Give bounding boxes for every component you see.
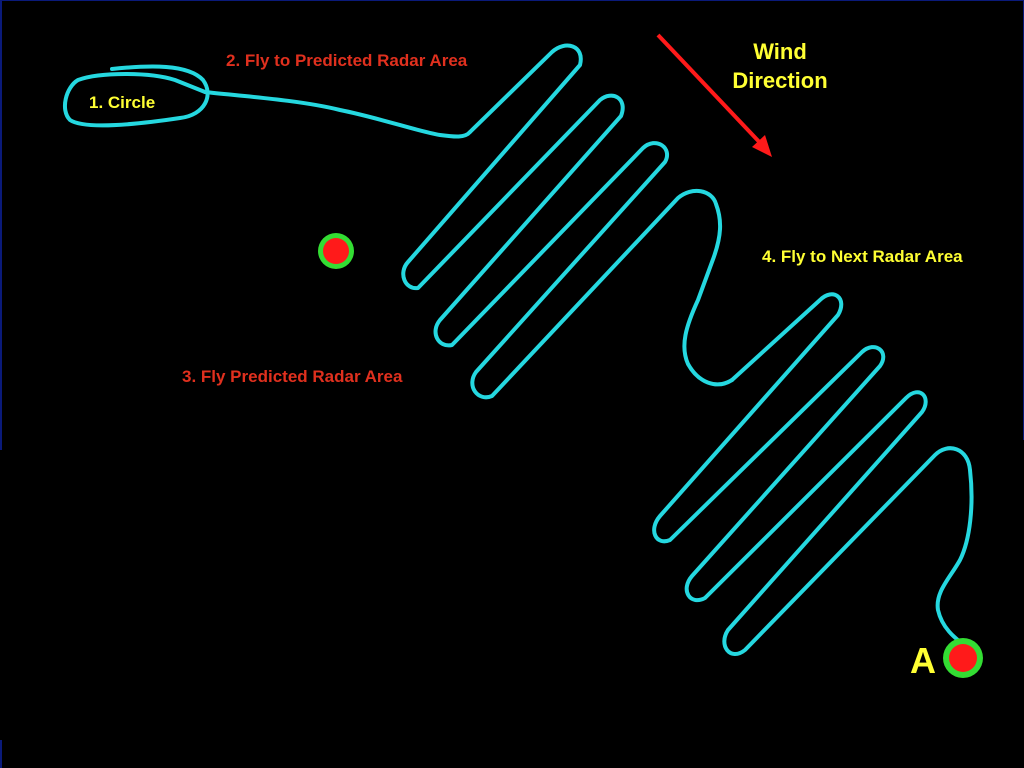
slide-border-left <box>0 0 2 450</box>
transit-path <box>203 90 472 139</box>
fly-predicted-area-step-label: 3. Fly Predicted Radar Area <box>182 367 403 386</box>
radar-area-2-pattern <box>652 292 974 657</box>
radar-area-1-pattern <box>401 43 734 400</box>
fly-to-predicted-step-label: 2. Fly to Predicted Radar Area <box>226 51 468 70</box>
slide-border-left-bottom <box>0 740 2 768</box>
wind-direction-arrow-icon <box>656 33 772 157</box>
wind-direction-label: Wind Direction <box>732 39 828 93</box>
slide-border-top <box>0 0 1024 1</box>
fly-next-area-step-label: 4. Fly to Next Radar Area <box>762 247 963 266</box>
radar-marker-start-icon <box>318 233 354 269</box>
circle-step-label: 1. Circle <box>89 93 156 112</box>
circle-loop-path <box>62 64 210 128</box>
radar-marker-a-icon <box>943 638 983 678</box>
point-a-label: A <box>910 640 936 681</box>
